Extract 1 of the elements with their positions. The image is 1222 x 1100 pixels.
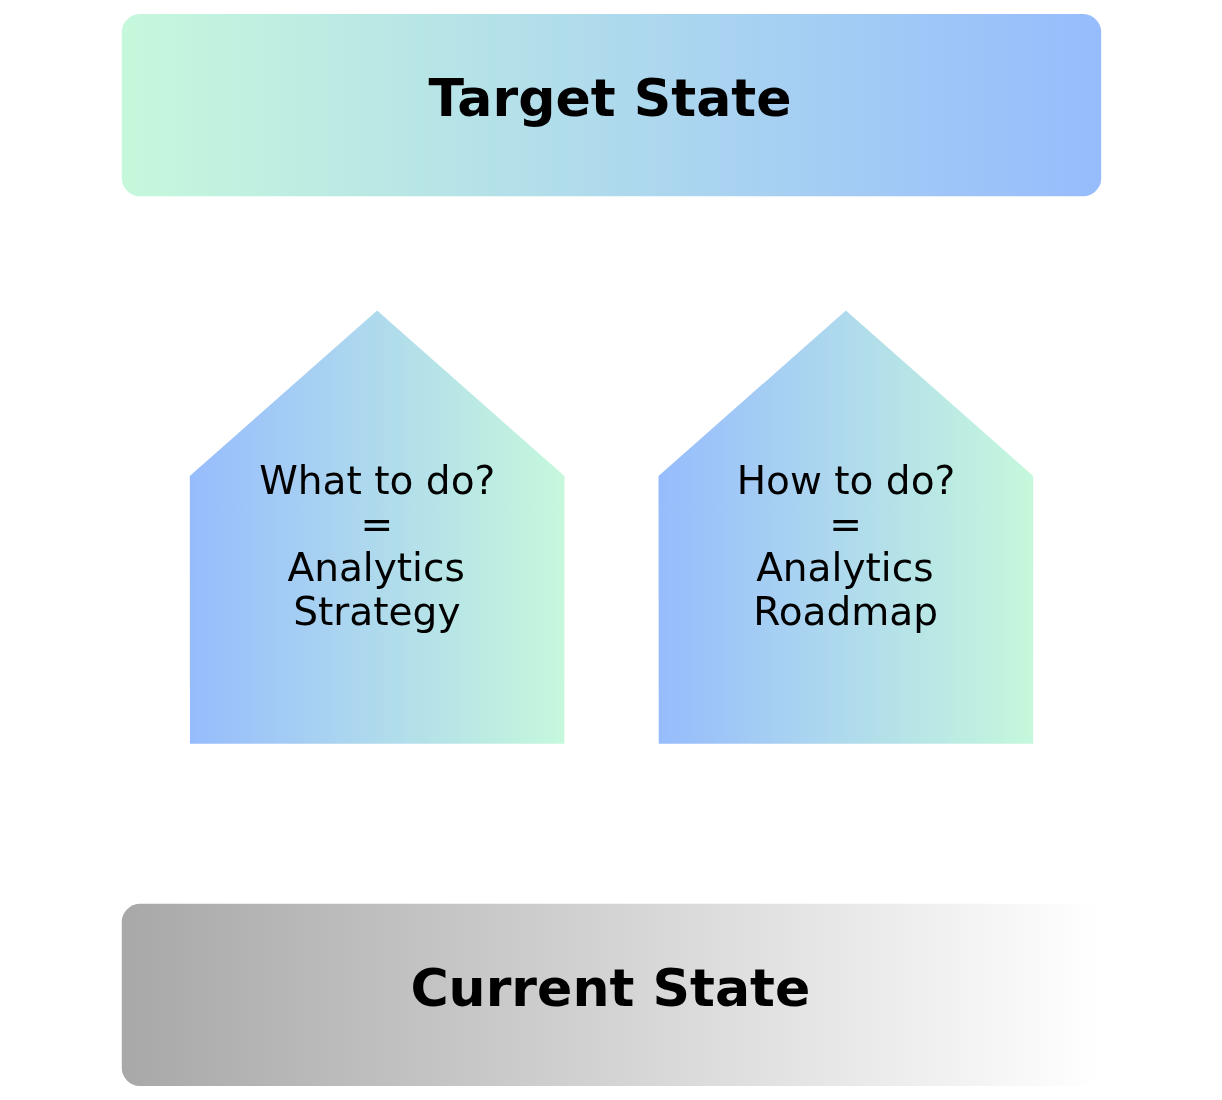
node-box: Target State bbox=[121, 14, 1101, 197]
